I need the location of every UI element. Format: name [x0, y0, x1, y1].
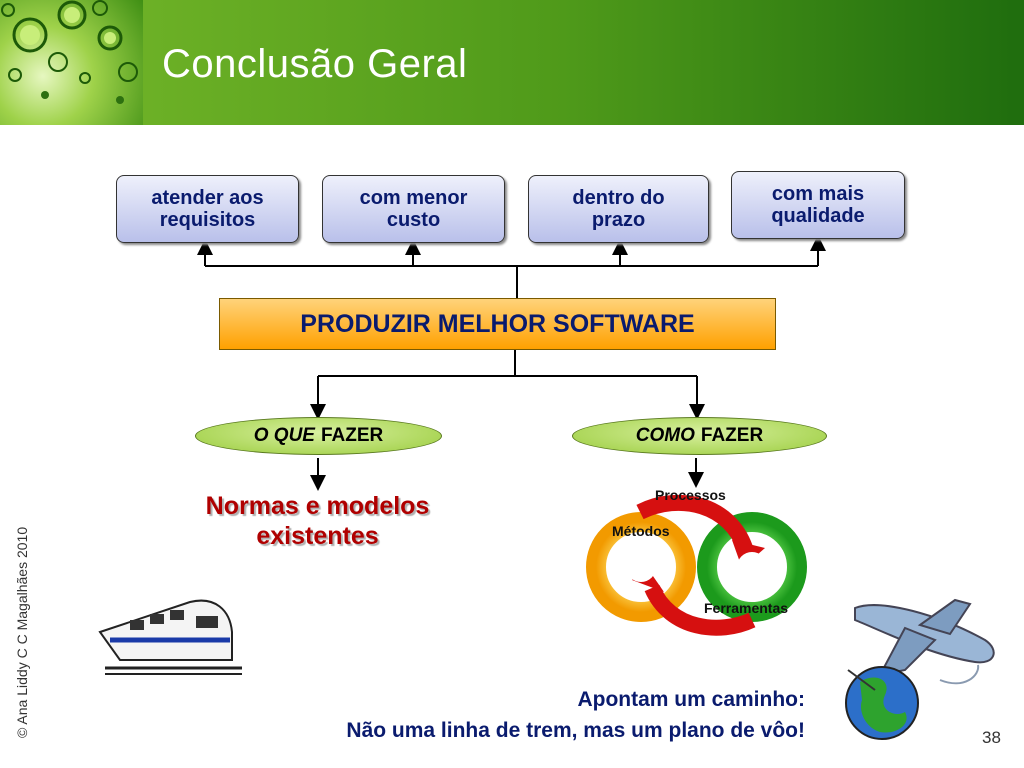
copyright-notice: © Ana Liddy C C Magalhães 2010 [14, 526, 30, 738]
globe-icon [845, 666, 919, 740]
page-title: Conclusão Geral [162, 42, 468, 86]
main-goal-box: PRODUZIR MELHOR SOFTWARE [219, 298, 776, 350]
dewdrops-icon [1, 0, 138, 104]
process-cycle-graphic [586, 494, 807, 636]
cycle-label-processes: Processos [655, 487, 726, 503]
header-dewdrops-image [0, 0, 143, 127]
header-bar [0, 0, 1024, 125]
cycle-label-tools: Ferramentas [704, 600, 789, 616]
how-rest: FAZER [700, 425, 764, 446]
airplane-icon [854, 598, 995, 685]
what-rest: FAZER [320, 425, 384, 446]
how-emphasis: COMO [635, 425, 695, 446]
what-emphasis: O QUE [253, 425, 315, 446]
cycle-label-methods: Métodos [612, 523, 670, 539]
train-icon [98, 599, 242, 675]
page-number: 38 [982, 728, 1001, 747]
norms-text: Normas e modelos existentes [205, 492, 430, 550]
header-divider [0, 125, 1024, 128]
conclusion-text: Apontam um caminho: Não uma linha de tre… [346, 688, 805, 742]
